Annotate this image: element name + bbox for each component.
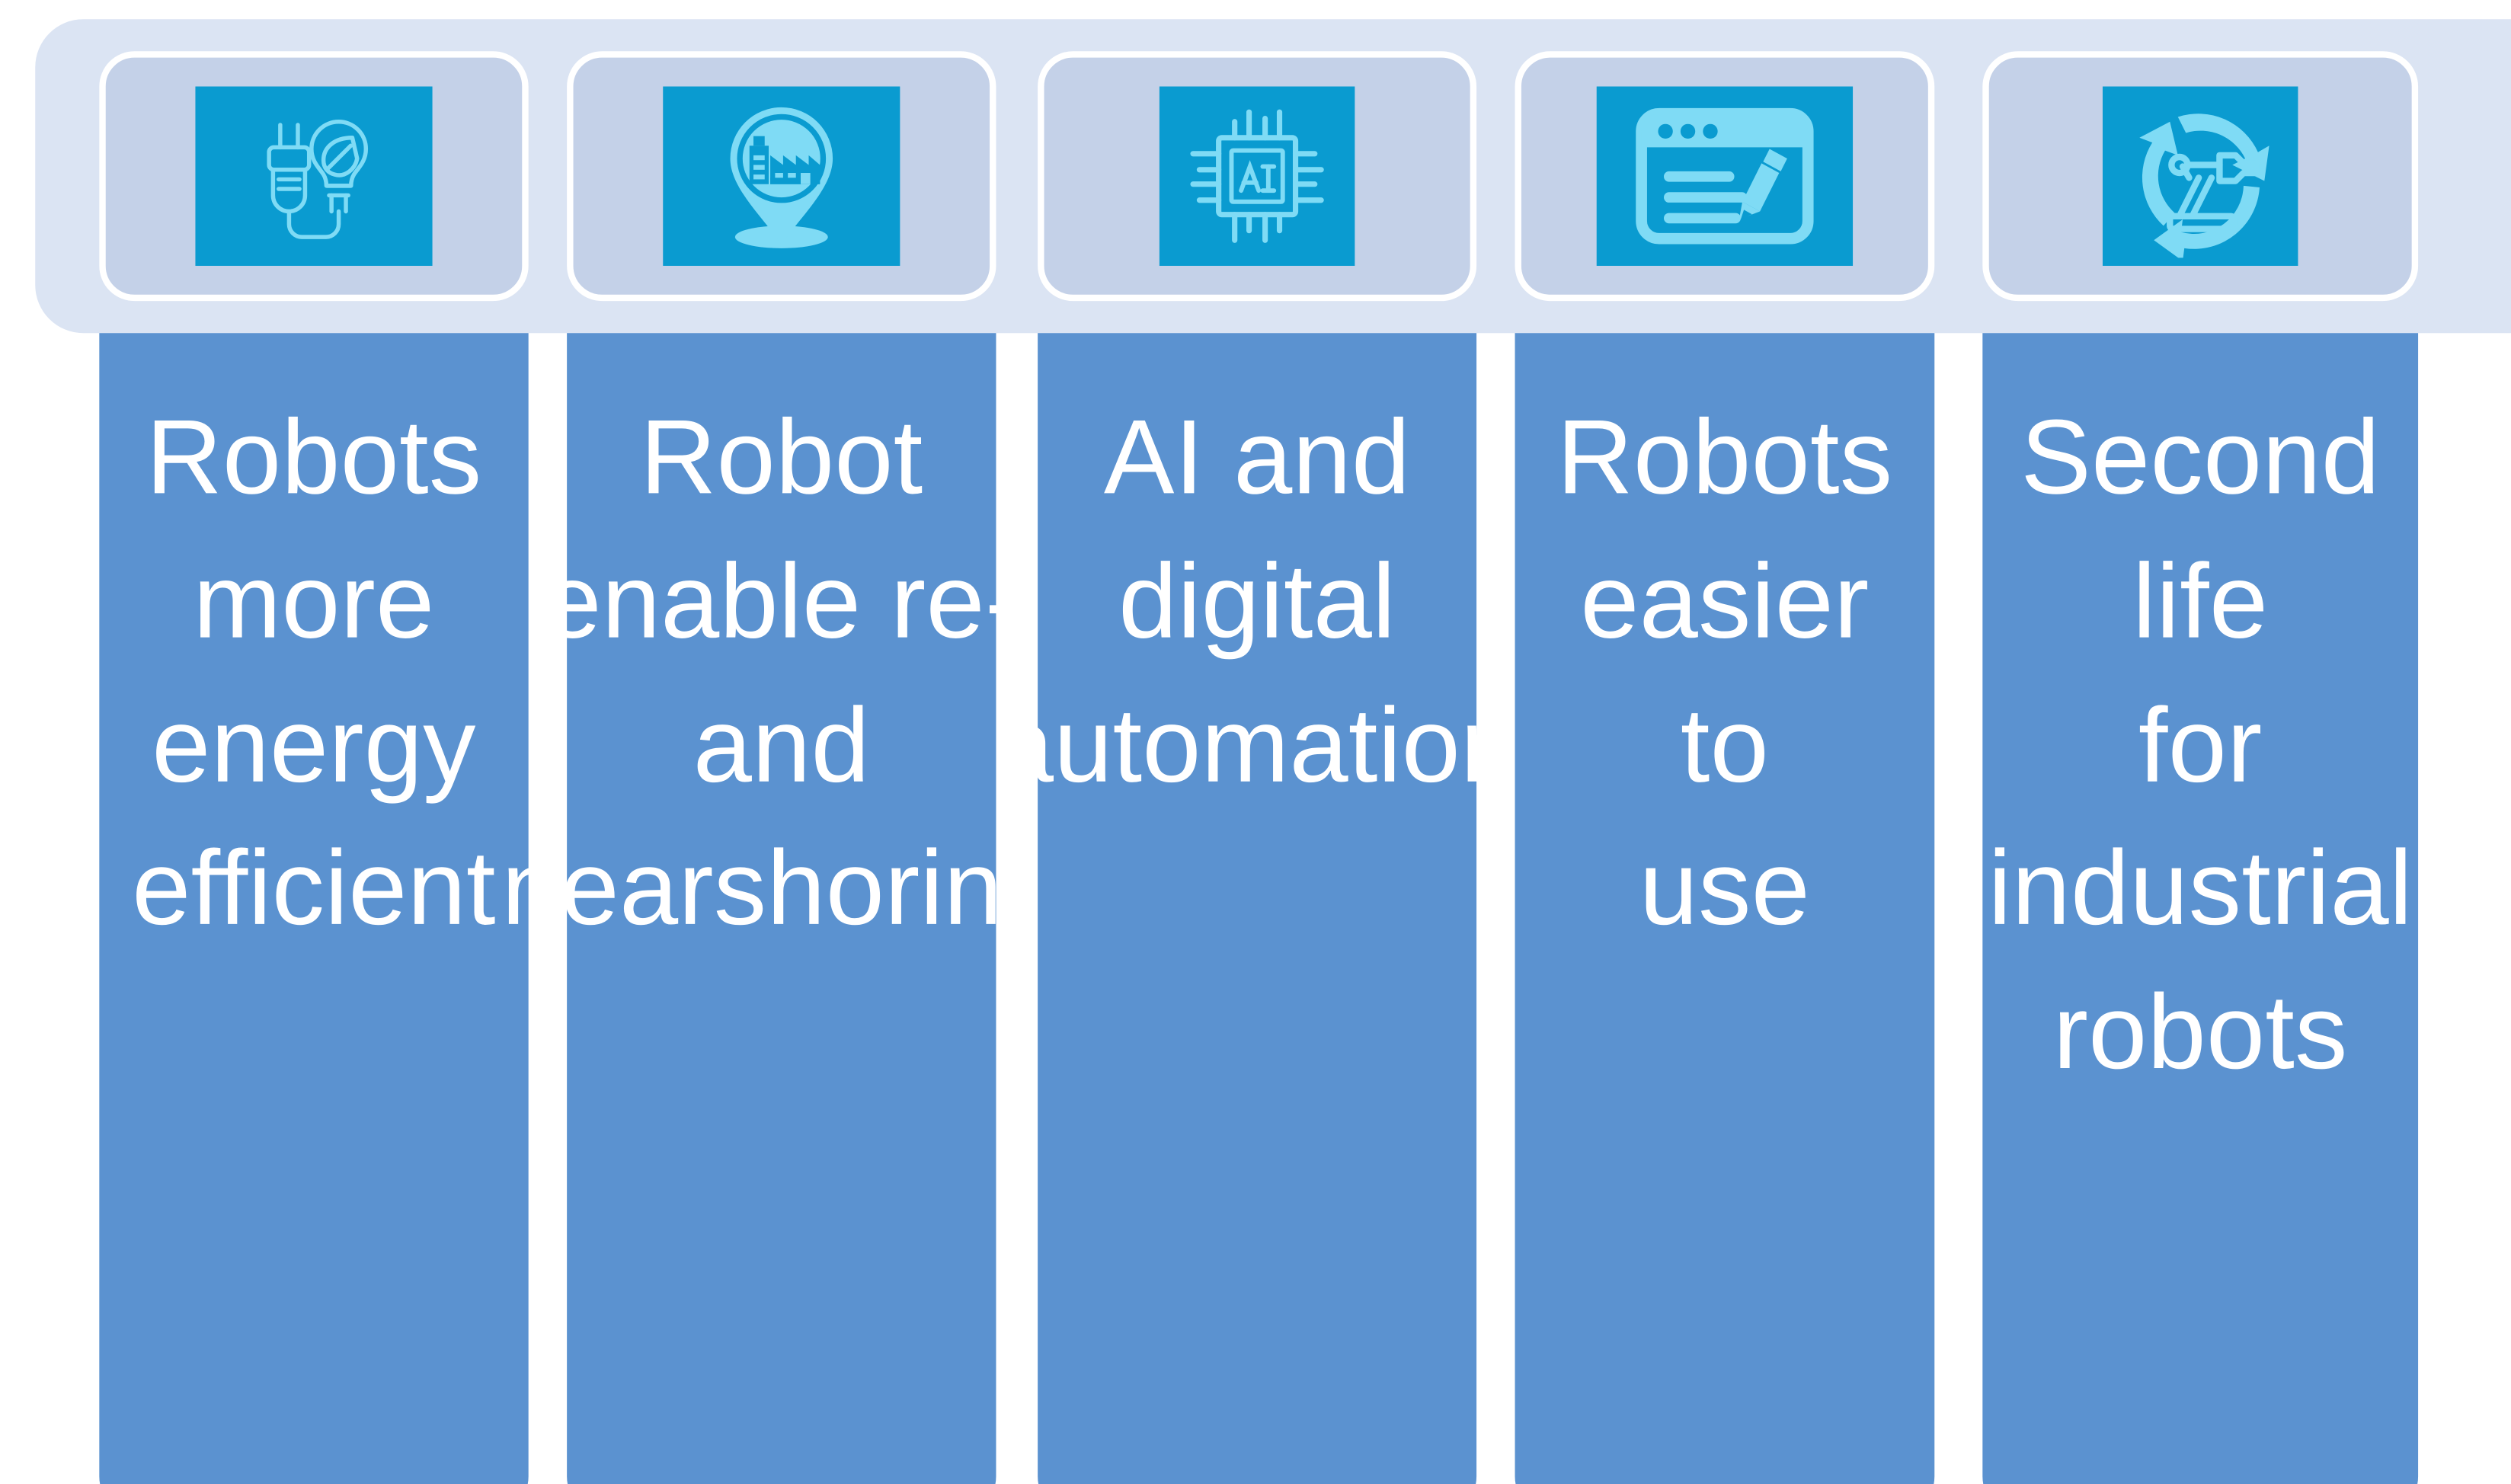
- icon-tile-4: [1596, 86, 1854, 266]
- icon-card-robots-more-energy-efficient[interactable]: [99, 51, 529, 302]
- icon-card-second-life-for-industrial-robots[interactable]: [1982, 51, 2419, 302]
- icon-card-robot-enable-re-and-nearshoring[interactable]: [567, 51, 996, 302]
- robot-arm-recycle-icon: [2119, 94, 2282, 258]
- window-edit-pencil-icon: [1635, 107, 1814, 245]
- icon-tile-5: [2102, 86, 2298, 266]
- icon-card-ai-and-digital-automation[interactable]: [1038, 51, 1477, 302]
- icon-card-robots-easier-to-use[interactable]: [1515, 51, 1935, 302]
- ai-chip-icon: [1180, 99, 1334, 253]
- factory-location-pin-icon: [700, 94, 863, 257]
- icon-tile-3: [1159, 86, 1355, 266]
- icon-tile-2: [663, 86, 900, 266]
- icon-tile-1: [195, 86, 433, 266]
- plug-and-leaf-bulb-icon: [237, 99, 391, 253]
- infographic-root: Robots more energy efficient Robot enabl…: [35, 19, 2511, 1484]
